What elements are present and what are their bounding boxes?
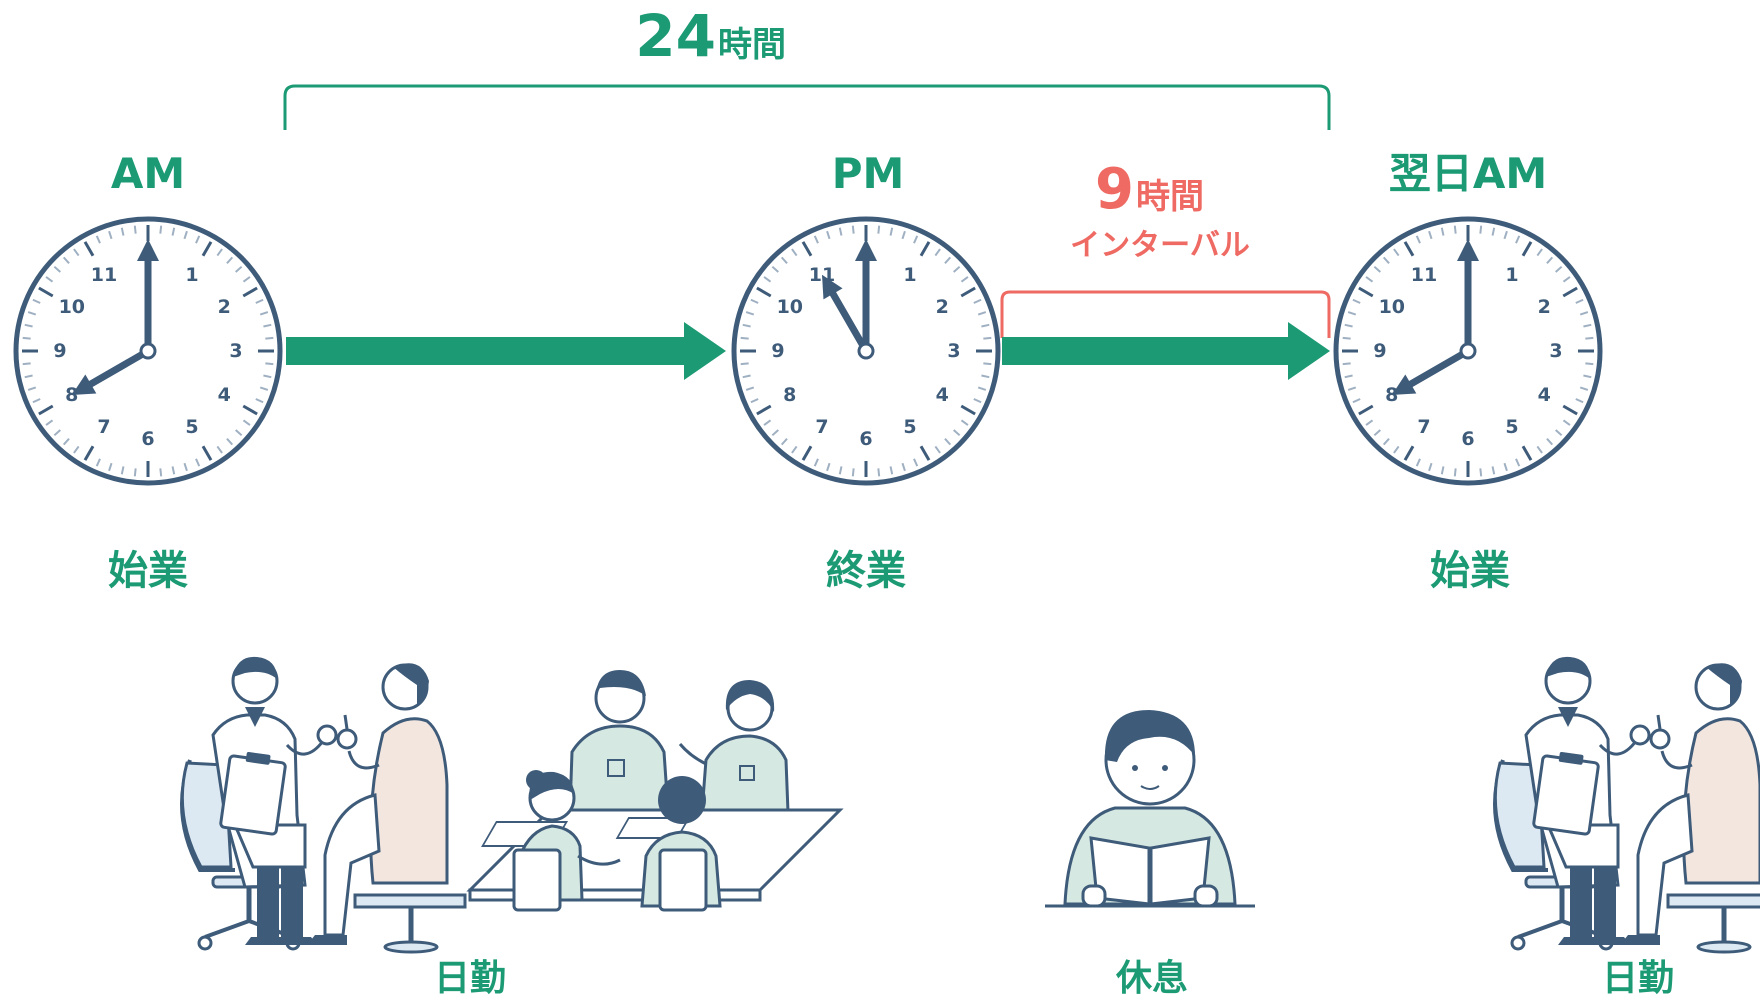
clock-period-pm: PM: [832, 149, 905, 198]
clock-number: 5: [1505, 416, 1518, 438]
clock-number: 2: [1538, 296, 1551, 318]
clock-hub: [139, 342, 157, 360]
man-reading-book-icon: [1045, 710, 1255, 908]
interval-caption: インターバル: [1070, 228, 1250, 263]
hour-hand: [80, 347, 152, 392]
total-span-unit: 時間: [718, 25, 786, 65]
scene-caption-day-shift: 日勤: [434, 958, 506, 999]
clock-number: 6: [141, 428, 154, 450]
clock-number: 9: [53, 340, 66, 362]
scene-caption-day-shift-next: 日勤: [1602, 958, 1674, 999]
clock-hub: [857, 342, 875, 360]
interval-bracket: [1000, 290, 1331, 338]
clock-caption-end: 終業: [826, 548, 906, 594]
doctor-consultation-icon: [182, 657, 465, 952]
clock-number: 11: [1411, 264, 1437, 286]
clock-number: 5: [185, 416, 198, 438]
interval-number: 9: [1095, 157, 1134, 222]
clock-caption-next-start: 始業: [1430, 548, 1510, 594]
interval-label: 9 時間 インターバル: [1070, 157, 1250, 263]
clock-number: 3: [1549, 340, 1562, 362]
clock-number: 7: [1417, 416, 1430, 438]
clock-number: 7: [97, 416, 110, 438]
clock-number: 4: [1538, 384, 1551, 406]
clock-number: 2: [218, 296, 231, 318]
clock-number: 9: [771, 340, 784, 362]
team-meeting-icon: [466, 670, 844, 912]
clock-number: 8: [783, 384, 796, 406]
hour-hand: [825, 283, 870, 355]
clock-caption-start: 始業: [108, 548, 188, 594]
clock-hub: [1459, 342, 1477, 360]
clock-number: 10: [777, 296, 803, 318]
clock-period-next-am: 翌日AM: [1389, 149, 1547, 198]
clock-number: 1: [185, 264, 198, 286]
arrow-right-icon: [286, 322, 726, 380]
clock-number: 1: [1505, 264, 1518, 286]
total-span-bracket: [283, 84, 1331, 130]
clock-number: 3: [229, 340, 242, 362]
clock-number: 6: [1461, 428, 1474, 450]
total-span-number: 24: [635, 2, 716, 70]
doctor-consultation-icon: [1495, 657, 1760, 952]
clock-number: 10: [1379, 296, 1405, 318]
clock-number: 11: [91, 264, 117, 286]
clock-number: 7: [815, 416, 828, 438]
clock-number: 4: [218, 384, 231, 406]
clock-number: 1: [903, 264, 916, 286]
clock-number: 3: [947, 340, 960, 362]
interval-unit: 時間: [1136, 177, 1204, 217]
clock-number: 2: [936, 296, 949, 318]
total-span-label: 24 時間: [635, 2, 786, 70]
clock-period-am: AM: [111, 149, 185, 198]
clock-number: 5: [903, 416, 916, 438]
arrow-right-icon: [1002, 322, 1330, 380]
hour-hand: [1400, 347, 1472, 392]
clock-number: 10: [59, 296, 85, 318]
clock-number: 6: [859, 428, 872, 450]
clock-number: 4: [936, 384, 949, 406]
clock-number: 9: [1373, 340, 1386, 362]
scene-caption-rest: 休息: [1115, 958, 1188, 999]
